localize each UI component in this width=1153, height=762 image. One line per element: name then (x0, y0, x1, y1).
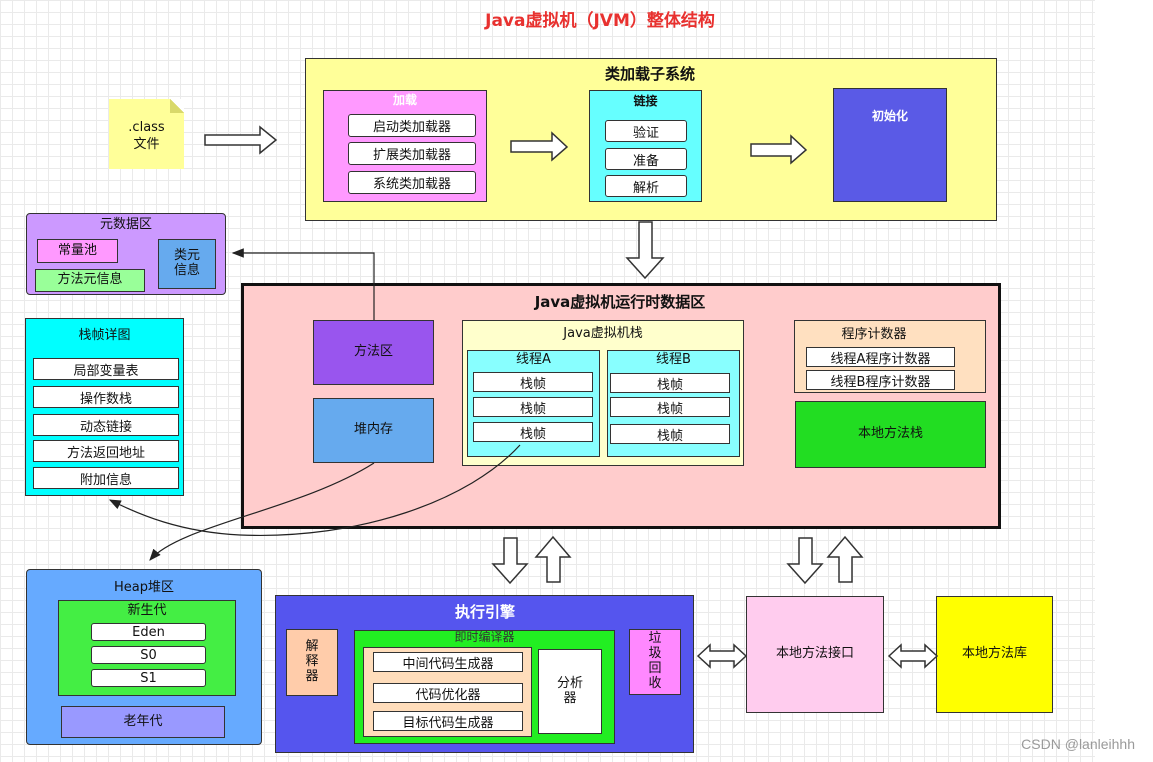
native-method-interface: 本地方法接口 (746, 596, 884, 713)
arrow-engine-to-runtime (534, 535, 572, 583)
thread-b-title: 线程B (656, 351, 691, 367)
jit-title: 即时编译器 (454, 630, 515, 645)
system-loader: 系统类加载器 (348, 171, 476, 194)
ir-generator: 中间代码生成器 (373, 652, 523, 672)
link-method-area-to-metaspace (231, 248, 375, 320)
dynamic-link: 动态链接 (33, 414, 179, 436)
old-gen: 老年代 (61, 706, 225, 738)
arrow-load-to-link (510, 131, 569, 162)
target-code-generator: 目标代码生成器 (373, 711, 523, 731)
pc-title: 程序计数器 (841, 326, 907, 342)
jvm-stack-title: Java虚拟机栈 (563, 325, 643, 341)
garbage-collector: 垃 圾 回 收 (629, 629, 681, 695)
diagram-title: Java虚拟机（JVM）整体结构 (485, 11, 715, 32)
survivor-s0: S0 (91, 646, 206, 664)
class-file-note: .class 文件 (109, 99, 184, 169)
init-stage (833, 88, 947, 202)
return-address: 方法返回地址 (33, 440, 179, 462)
extension-loader: 扩展类加载器 (348, 142, 476, 165)
old-gen-label: 老年代 (123, 713, 163, 729)
eden-space: Eden (91, 623, 206, 641)
native-method-library: 本地方法库 (936, 596, 1053, 713)
arrow-engine-native-interface (696, 643, 748, 669)
class-file-label-2: 文件 (133, 136, 160, 152)
arrow-runtime-to-engine (491, 537, 529, 585)
extra-info: 附加信息 (33, 467, 179, 489)
watermark: CSDN @lanleihhh (1021, 736, 1135, 752)
interpreter: 解 释 器 (286, 629, 338, 696)
survivor-s1: S1 (91, 669, 206, 687)
gc-label: 垃 圾 回 收 (648, 631, 662, 691)
thread-b-frame-1: 栈帧 (610, 373, 730, 393)
prepare-step: 准备 (605, 148, 687, 170)
thread-a-frame-1: 栈帧 (473, 372, 593, 392)
arrow-loader-to-runtime (625, 221, 665, 280)
native-stack-label: 本地方法栈 (857, 426, 923, 442)
link-heap-to-heap-detail (149, 462, 375, 561)
arrow-link-to-init (750, 134, 808, 165)
loading-title: 加载 (392, 93, 417, 108)
local-var-table: 局部变量表 (33, 358, 179, 380)
method-meta: 方法元信息 (35, 269, 145, 292)
verify-step: 验证 (605, 120, 687, 142)
native-method-stack: 本地方法栈 (795, 401, 986, 468)
native-interface-label: 本地方法接口 (775, 646, 854, 662)
arrow-file-to-loader (204, 125, 278, 155)
method-area: 方法区 (313, 320, 434, 385)
native-library-label: 本地方法库 (961, 646, 1027, 662)
metaspace-title: 元数据区 (99, 216, 152, 232)
thread-b-frame-3: 栈帧 (610, 424, 730, 444)
pc-thread-a: 线程A程序计数器 (806, 347, 955, 367)
method-meta-label: 方法元信息 (57, 272, 123, 288)
heap-detail-title: Heap堆区 (114, 579, 174, 595)
analyzer-label: 分析 器 (556, 675, 583, 706)
frame-detail-title: 栈帧详图 (78, 327, 131, 343)
method-area-label: 方法区 (353, 344, 393, 360)
constant-pool-label: 常量池 (57, 242, 97, 258)
constant-pool: 常量池 (37, 239, 118, 263)
arrow-native-to-runtime (826, 535, 864, 583)
heap-memory-label: 堆内存 (353, 422, 393, 438)
linking-title: 链接 (633, 94, 658, 109)
heap-memory: 堆内存 (313, 398, 434, 463)
init-title: 初始化 (871, 109, 908, 124)
young-gen-title: 新生代 (127, 602, 167, 618)
resolve-step: 解析 (605, 175, 687, 197)
arrow-interface-library (887, 643, 939, 669)
interpreter-label: 解 释 器 (305, 639, 319, 684)
bootstrap-loader: 启动类加载器 (348, 114, 476, 137)
thread-b-frame-2: 栈帧 (610, 397, 730, 417)
thread-a-frame-3: 栈帧 (473, 422, 593, 442)
class-file-label: .class (128, 119, 165, 135)
thread-a-frame-2: 栈帧 (473, 397, 593, 417)
runtime-title: Java虚拟机运行时数据区 (534, 293, 706, 312)
code-optimizer: 代码优化器 (373, 683, 523, 703)
thread-a-title: 线程A (516, 351, 551, 367)
pc-thread-b: 线程B程序计数器 (806, 370, 955, 390)
analyzer: 分析 器 (538, 649, 602, 734)
class-meta: 类元 信息 (158, 239, 216, 289)
class-meta-label: 类元 信息 (173, 248, 200, 278)
classloader-title: 类加载子系统 (604, 65, 695, 84)
operand-stack: 操作数栈 (33, 386, 179, 408)
link-frame-to-detail (108, 444, 521, 537)
arrow-runtime-to-native (786, 537, 824, 585)
engine-title: 执行引擎 (454, 603, 515, 622)
